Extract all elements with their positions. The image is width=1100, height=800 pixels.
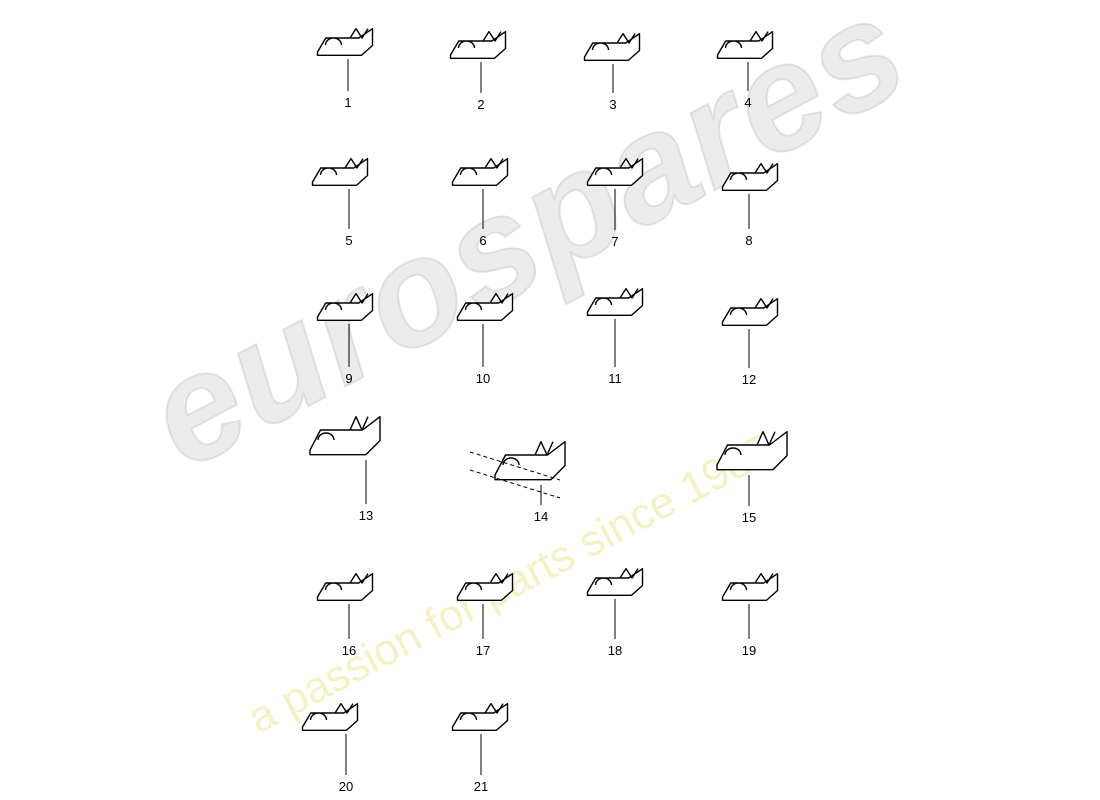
part-7[interactable]: 7 xyxy=(586,157,644,249)
connector-shape xyxy=(301,702,359,731)
part-number-label: 15 xyxy=(742,510,756,525)
part-number-label: 6 xyxy=(479,233,486,248)
part-number-label: 21 xyxy=(474,779,488,794)
connector-shape xyxy=(451,702,509,731)
part-number-label: 20 xyxy=(339,779,353,794)
connector-shape xyxy=(721,162,779,191)
connector-shape xyxy=(456,572,514,601)
connector-shape xyxy=(583,32,641,61)
connector-shape xyxy=(309,415,381,456)
part-number-label: 8 xyxy=(745,233,752,248)
connector-shape xyxy=(316,27,374,56)
part-number-label: 4 xyxy=(744,95,751,110)
part-number-label: 3 xyxy=(609,97,616,112)
connector-shape xyxy=(311,157,369,186)
part-number-label: 10 xyxy=(476,371,490,386)
part-13[interactable]: 13 xyxy=(309,415,381,523)
part-17[interactable]: 17 xyxy=(456,572,514,658)
part-number-label: 19 xyxy=(742,643,756,658)
part-11[interactable]: 11 xyxy=(586,287,644,386)
part-number-label: 14 xyxy=(534,509,548,524)
part-number-label: 5 xyxy=(345,233,352,248)
part-1[interactable]: 1 xyxy=(316,27,374,110)
part-4[interactable]: 4 xyxy=(716,30,774,110)
part-19[interactable]: 19 xyxy=(721,572,779,658)
connector-shape xyxy=(451,157,509,186)
part-18[interactable]: 18 xyxy=(586,567,644,658)
part-10[interactable]: 10 xyxy=(456,292,514,386)
connector-shape xyxy=(716,30,774,59)
connector-shape xyxy=(494,440,566,481)
part-number-label: 17 xyxy=(476,643,490,658)
connector-shape xyxy=(716,430,788,471)
part-21[interactable]: 21 xyxy=(451,702,509,794)
part-14[interactable]: 14 xyxy=(494,440,566,524)
connector-shape xyxy=(456,292,514,321)
part-number-label: 11 xyxy=(608,371,622,386)
part-12[interactable]: 12 xyxy=(721,297,779,387)
assembly-dashed-line xyxy=(469,451,561,499)
part-15[interactable]: 15 xyxy=(716,430,788,525)
part-5[interactable]: 5 xyxy=(311,157,369,248)
part-2[interactable]: 2 xyxy=(449,30,507,112)
part-20[interactable]: 20 xyxy=(301,702,359,794)
part-number-label: 16 xyxy=(342,643,356,658)
part-number-label: 1 xyxy=(344,95,351,110)
part-8[interactable]: 8 xyxy=(721,162,779,248)
part-3[interactable]: 3 xyxy=(583,32,641,112)
part-number-label: 13 xyxy=(359,508,373,523)
part-number-label: 7 xyxy=(611,234,618,249)
connector-shape xyxy=(586,567,644,596)
connector-shape xyxy=(721,297,779,326)
part-6[interactable]: 6 xyxy=(451,157,509,248)
connector-shape xyxy=(586,157,644,186)
part-number-label: 2 xyxy=(477,97,484,112)
connector-shape xyxy=(586,287,644,316)
part-number-label: 9 xyxy=(345,371,352,386)
connector-shape xyxy=(449,30,507,59)
part-16[interactable]: 16 xyxy=(316,572,374,658)
part-9[interactable]: 9 xyxy=(316,292,374,386)
connector-shape xyxy=(316,572,374,601)
connector-shape xyxy=(721,572,779,601)
part-number-label: 12 xyxy=(742,372,756,387)
connector-shape xyxy=(316,292,374,321)
part-number-label: 18 xyxy=(608,643,622,658)
